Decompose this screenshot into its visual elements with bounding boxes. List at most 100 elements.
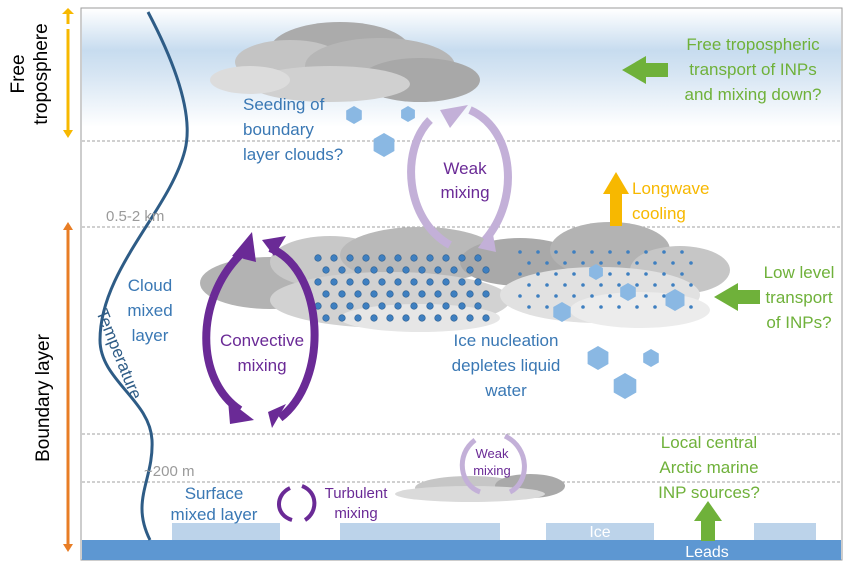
small-droplet (608, 294, 612, 298)
small-droplet (617, 305, 621, 309)
small-droplet (662, 272, 666, 276)
droplet (346, 302, 354, 310)
small-droplet (554, 250, 558, 254)
small-droplet (536, 250, 540, 254)
ice-crystal (620, 283, 636, 301)
ice-label: Ice (589, 524, 610, 541)
droplet (386, 314, 394, 322)
ice-nucleation-line-1: Ice nucleation (454, 331, 559, 350)
droplet (322, 314, 330, 322)
small-droplet (545, 261, 549, 265)
droplet (450, 314, 458, 322)
low-level-transport-label: Low level transport of INPs? (764, 263, 835, 332)
seeding-line-3: layer clouds? (243, 145, 343, 164)
droplet (322, 290, 330, 298)
small-droplet (563, 283, 567, 287)
droplet (394, 302, 402, 310)
free-transport-arrow (622, 56, 668, 84)
droplet (434, 266, 442, 274)
surface-mixed-line-2: mixed layer (171, 505, 258, 524)
small-droplet (599, 283, 603, 287)
seeding-line-2: boundary (243, 120, 314, 139)
small-droplet (527, 305, 531, 309)
low-level-line-2: transport (765, 288, 832, 307)
small-droplet (653, 261, 657, 265)
droplet (426, 302, 434, 310)
droplet (410, 278, 418, 286)
small-droplet (545, 305, 549, 309)
small-droplet (671, 283, 675, 287)
droplet (482, 290, 490, 298)
weak-mixing-upper-line-1: Weak (443, 159, 487, 178)
droplet (354, 266, 362, 274)
droplet (474, 302, 482, 310)
ice-crystal (401, 106, 415, 122)
droplet (338, 314, 346, 322)
turbulent-mixing-label: Turbulent mixing (325, 485, 389, 522)
droplet (338, 266, 346, 274)
free-transport-line-3: and mixing down? (684, 85, 821, 104)
droplet (442, 278, 450, 286)
droplet (418, 266, 426, 274)
droplet (426, 278, 434, 286)
small-droplet (599, 261, 603, 265)
small-droplet (689, 261, 693, 265)
small-droplet (518, 272, 522, 276)
droplet (362, 254, 370, 262)
small-droplet (680, 250, 684, 254)
droplet (322, 266, 330, 274)
droplet (354, 290, 362, 298)
free-troposphere-label-2: troposphere (31, 23, 52, 124)
convective-arrowhead-bottom (268, 404, 286, 428)
weak-mixing-upper-arrowhead-2 (478, 228, 496, 252)
droplet (330, 278, 338, 286)
small-droplet (590, 294, 594, 298)
droplet (402, 290, 410, 298)
small-droplet (554, 272, 558, 276)
small-droplet (644, 250, 648, 254)
height-upper-label: 0.5-2 km (106, 208, 164, 225)
droplet (474, 254, 482, 262)
layer-boundaries (82, 140, 841, 483)
leads-label: Leads (685, 544, 729, 561)
droplet (458, 278, 466, 286)
upper-cloud (210, 22, 480, 102)
droplet (482, 314, 490, 322)
weak-mixing-upper-arrows (407, 106, 512, 249)
small-droplet (581, 305, 585, 309)
small-droplet (671, 261, 675, 265)
droplet (410, 302, 418, 310)
droplet (466, 266, 474, 274)
small-droplet (572, 250, 576, 254)
small-droplet (635, 283, 639, 287)
ice-crystal (589, 264, 603, 280)
droplet (394, 254, 402, 262)
small-droplet (626, 250, 630, 254)
droplet (402, 314, 410, 322)
small-droplet (518, 294, 522, 298)
droplet (330, 302, 338, 310)
droplet (370, 266, 378, 274)
convective-mixing-label: Convective mixing (220, 331, 304, 375)
small-droplet (590, 250, 594, 254)
small-droplet (536, 294, 540, 298)
ice-crystal (613, 373, 637, 399)
turbulent-line-2: mixing (334, 505, 377, 522)
weak-mixing-upper-label: Weak mixing (440, 159, 489, 202)
droplet (410, 254, 418, 262)
droplet (450, 290, 458, 298)
droplet (362, 278, 370, 286)
low-level-line-1: Low level (764, 263, 835, 282)
liquid-droplets (314, 254, 490, 322)
seeding-label: Seeding of boundary layer clouds? (243, 95, 343, 164)
droplet (426, 254, 434, 262)
convective-line-1: Convective (220, 331, 304, 350)
free-troposphere-label-1: Free (8, 54, 29, 93)
droplet (338, 290, 346, 298)
ice-crystal (553, 302, 571, 322)
cloud-mixed-line-3: layer (132, 326, 169, 345)
small-droplet (527, 261, 531, 265)
small-droplet (662, 294, 666, 298)
local-sources-label: Local central Arctic marine INP sources? (658, 433, 760, 502)
